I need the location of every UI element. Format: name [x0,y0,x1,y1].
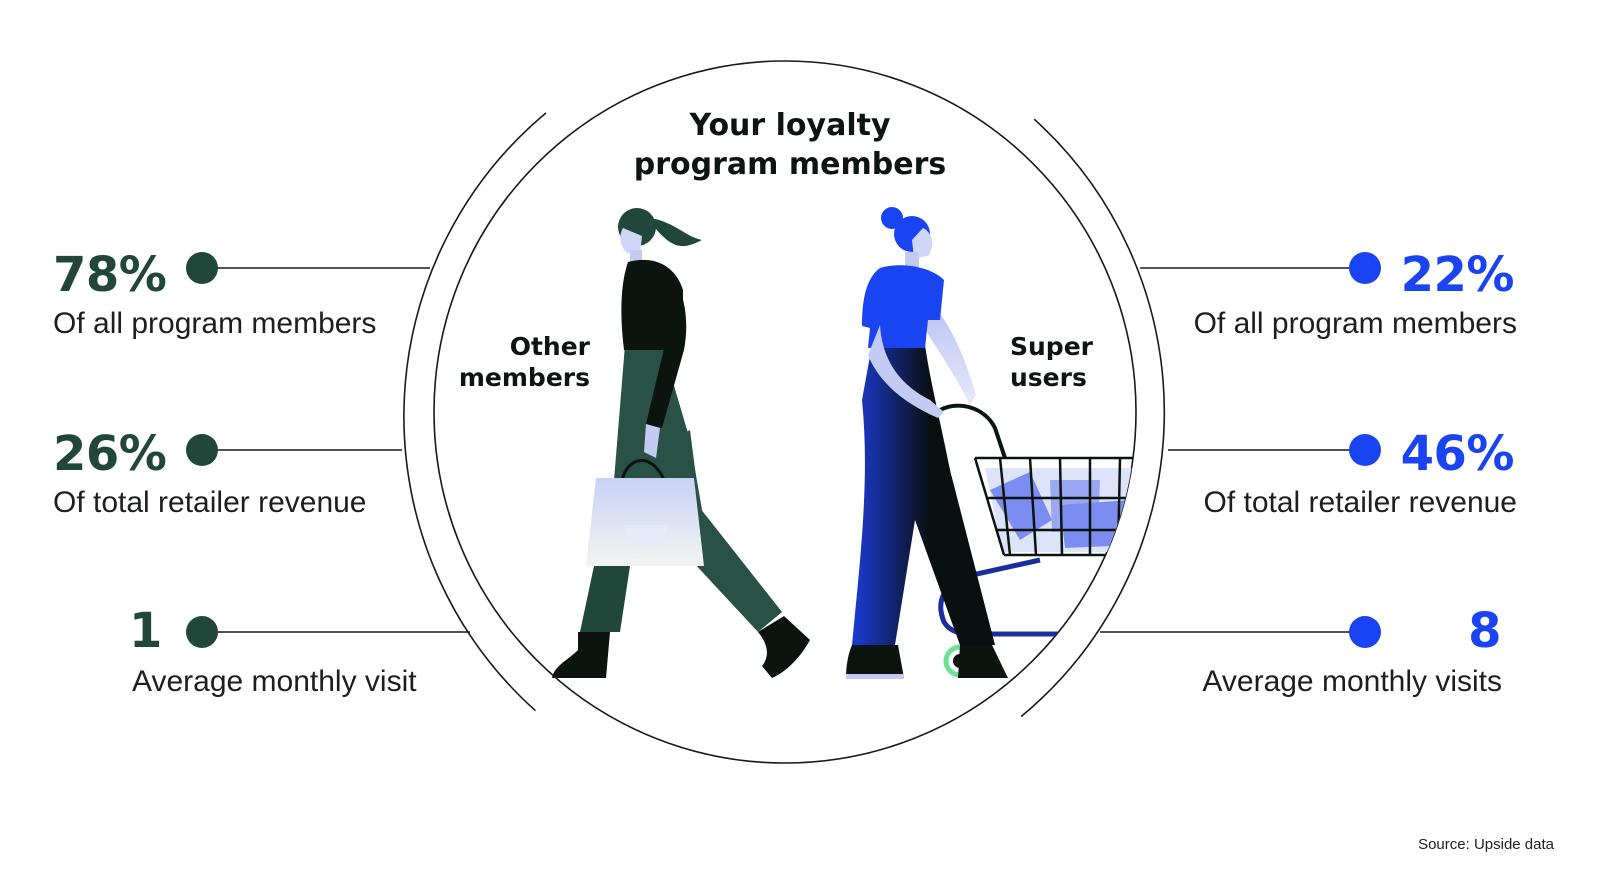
stat-label-left-3: Average monthly visit [132,665,417,698]
outer-arc-right [1020,118,1166,718]
stat-value-left-3: 1 [129,603,162,659]
stat-label-right-1: Of all program members [1193,307,1517,340]
stat-label-left-2: Of total retailer revenue [53,486,367,519]
dot-right-1 [1349,252,1381,284]
stat-label-right-3: Average monthly visits [1202,665,1502,698]
source-note: Source: Upside data [1418,836,1554,853]
stat-label-right-2: Of total retailer revenue [1203,486,1518,519]
outer-arc-left [403,112,547,712]
stat-value-right-3: 8 [1468,603,1501,659]
dot-right-2 [1349,434,1381,466]
woman-with-shopping-cart-illustration [846,207,1136,679]
dot-left-2 [186,434,218,466]
diagram-title: Your loyalty program members [590,106,990,184]
group-label-other-line-2: members [458,363,590,392]
dot-left-1 [186,252,218,284]
diagram-title-line-1: Your loyalty [689,108,891,143]
stat-value-left-2: 26% [53,426,167,482]
stat-value-right-2: 46% [1400,426,1515,482]
group-label-super-line-2: users [1010,363,1087,392]
dot-left-3 [186,616,218,648]
woman-with-shopping-bag-illustration [552,208,810,678]
group-label-other-members: Other members [440,331,590,393]
stat-label-left-1: Of all program members [53,307,377,340]
diagram-title-line-2: program members [633,147,947,182]
group-label-super-users: Super users [1010,331,1160,393]
stat-value-left-1: 78% [53,247,167,303]
group-label-super-line-1: Super [1010,332,1093,361]
stat-value-right-1: 22% [1400,247,1515,303]
group-label-other-line-1: Other [509,332,590,361]
dot-right-3 [1349,616,1381,648]
